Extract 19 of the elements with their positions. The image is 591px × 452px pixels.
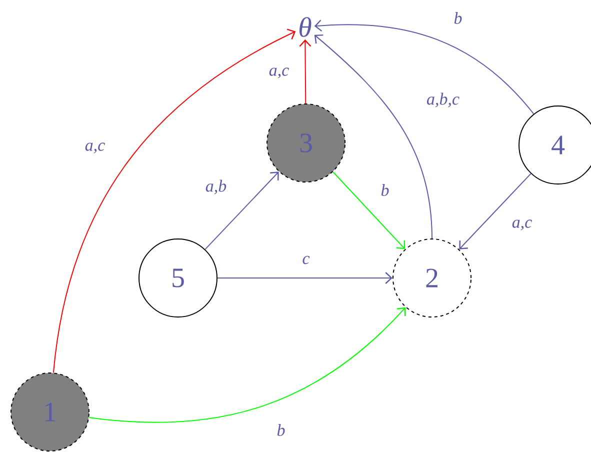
edge-label: a,c	[512, 220, 532, 230]
edge-label: a,c	[269, 68, 289, 78]
edge-label: a,b,c	[426, 92, 460, 108]
arrow	[314, 20, 534, 114]
edge-label: a,b	[206, 180, 226, 194]
arrow	[332, 171, 406, 250]
arrow	[217, 272, 392, 284]
arrow	[314, 34, 432, 239]
arrow	[52, 28, 296, 374]
edge-label: c	[302, 256, 310, 264]
edge-label: a,c	[85, 142, 105, 154]
arrow	[299, 39, 312, 104]
arrow	[204, 172, 279, 250]
edge-label: b	[277, 424, 285, 436]
arrow	[88, 307, 406, 423]
state-label: θ	[300, 17, 312, 37]
edge-label: b	[381, 184, 389, 196]
arrow	[459, 173, 532, 250]
edge-label: b	[454, 12, 462, 24]
